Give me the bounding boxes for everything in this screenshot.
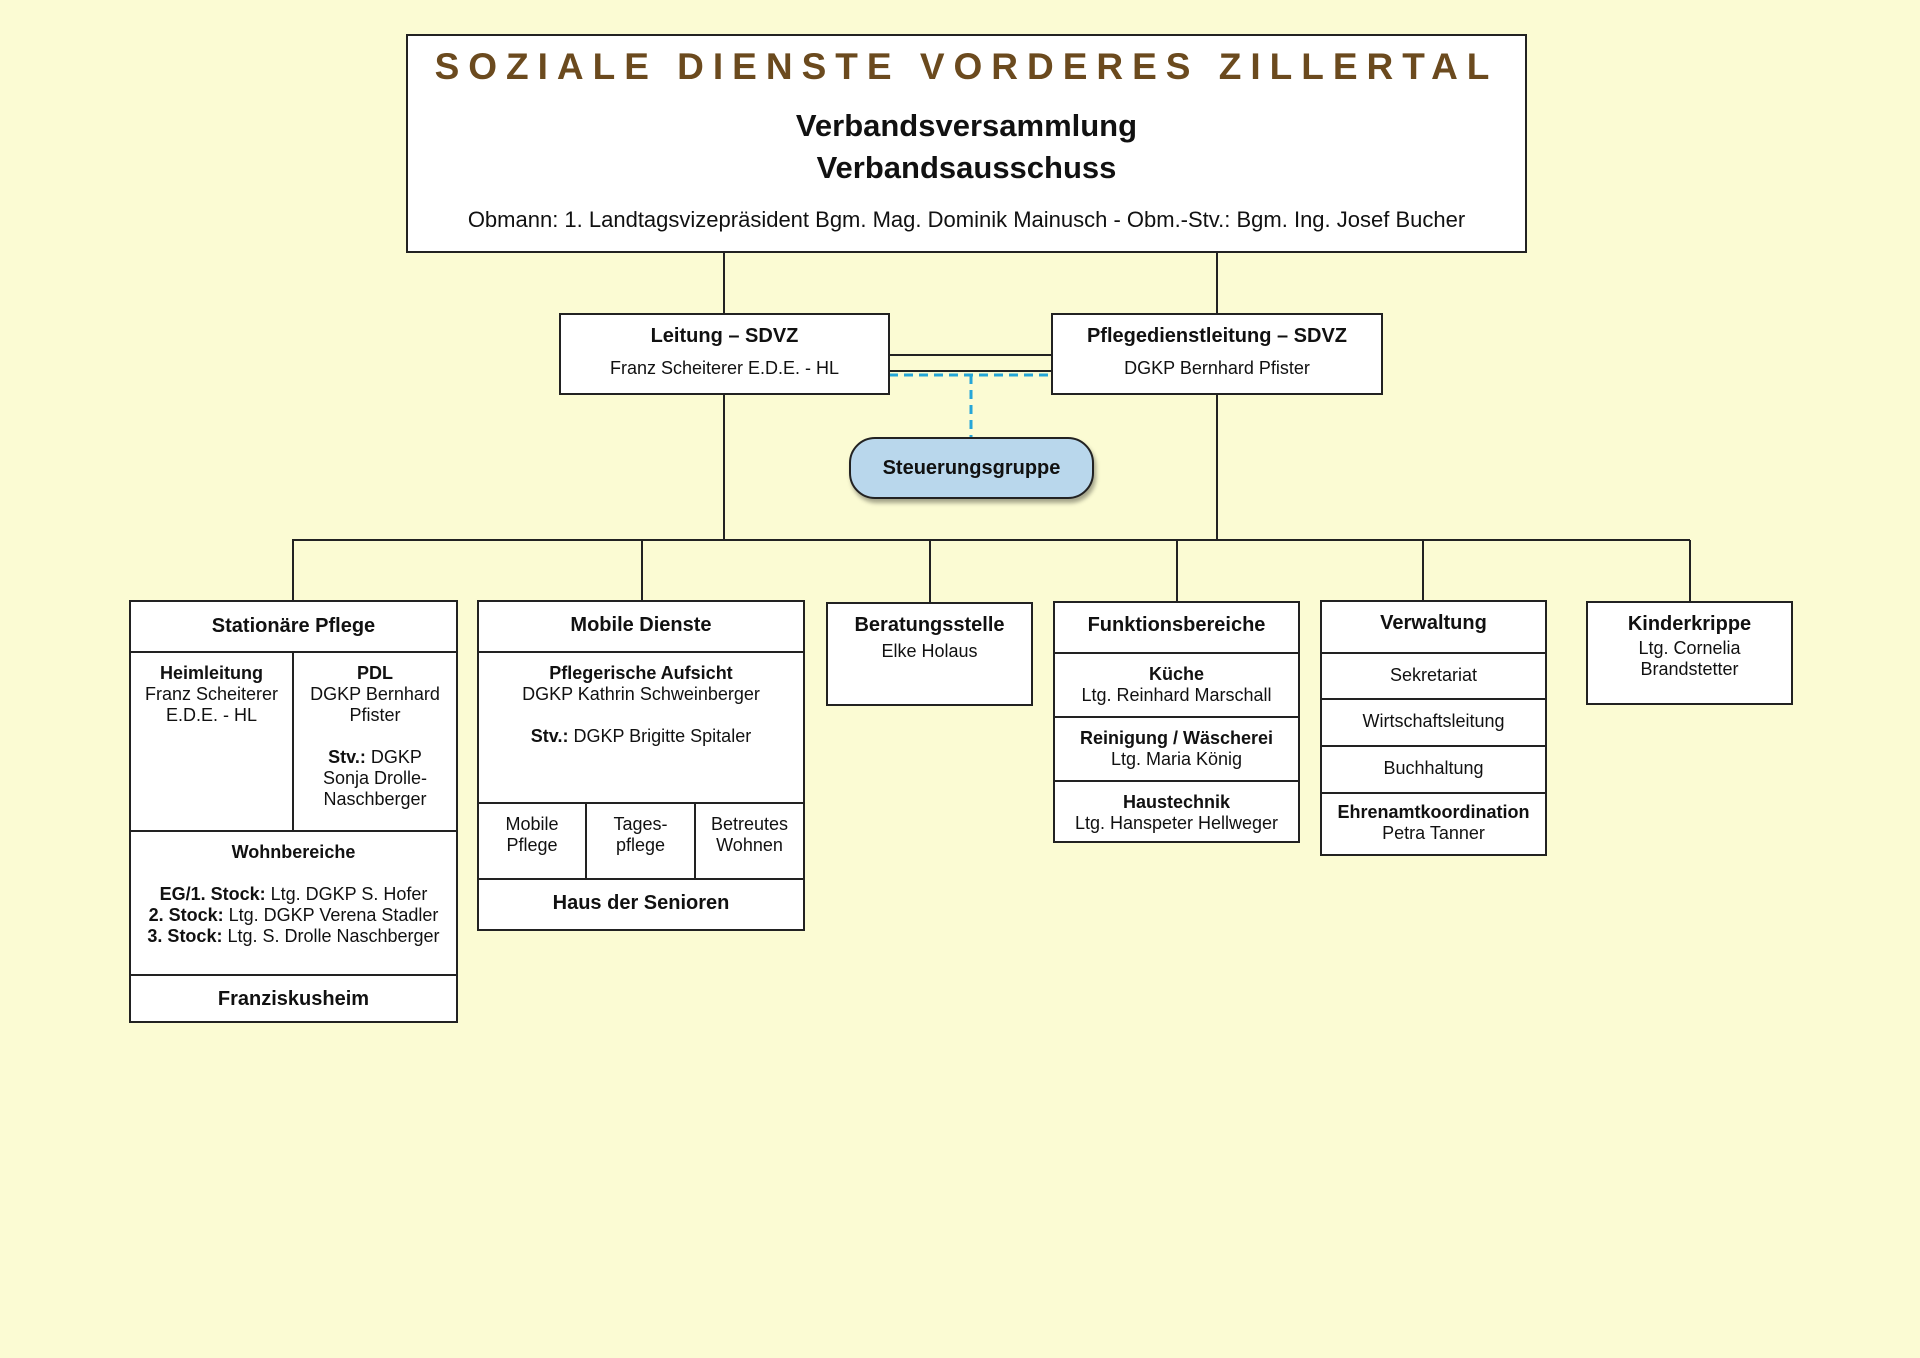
steuerungsgruppe-pill: Steuerungsgruppe [849,437,1094,499]
stationaer-stv-line: Stv.: DGKP [294,747,456,768]
org-name-heading: SOZIALE DIENSTE VORDERES ZILLERTAL [434,46,1499,87]
pdl-name: DGKP Bernhard Pfister [1124,358,1310,378]
betreutes-wohnen-cell: Betreutes Wohnen [696,804,803,878]
buchhaltung-item: Buchhaltung [1322,745,1545,792]
obmann-text: Obmann: 1. Landtagsvizepräsident Bgm. Ma… [467,207,1466,232]
funktion-item-lead: Ltg. Reinhard Marschall [1081,685,1272,705]
pdl-cell: PDL DGKP Bernhard Pfister Stv.: DGKP Son… [294,653,456,830]
service-label-line: Tages- [613,814,668,834]
stationaer-pdl-name-1: DGKP Bernhard [310,684,440,704]
service-label-line: Wohnen [716,835,783,855]
mobile-pflege-cell: Mobile Pflege [479,804,587,878]
stationaer-stv-label: Stv.: [328,747,366,767]
funktion-item-title: Reinigung / Wäscherei [1079,728,1274,748]
wohnbereich-lead: Ltg. DGKP S. Hofer [265,884,428,904]
heimleitung-name-1: Franz Scheiterer [144,684,279,704]
wohnbereich-row: 3. Stock: Ltg. S. Drolle Naschberger [131,926,456,947]
reinigung-item: Reinigung / Wäscherei Ltg. Maria König [1055,716,1298,780]
funktion-item-title: Haustechnik [1122,792,1231,812]
leitung-title: Leitung – SDVZ [650,325,799,347]
stationaer-pdl-name-2: Pfister [349,705,401,725]
wohnbereich-lead: Ltg. S. Drolle Naschberger [222,926,440,946]
kinderkrippe-box: Kinderkrippe Ltg. Cornelia Brandstetter [1586,601,1793,705]
stationaer-stv-name-3: Naschberger [323,789,427,809]
wohnbereiche-title: Wohnbereiche [231,842,356,862]
wohnbereich-row: EG/1. Stock: Ltg. DGKP S. Hofer [131,884,456,905]
ehrenamt-title: Ehrenamtkoordination [1337,802,1530,822]
heimleitung-name-2: E.D.E. - HL [165,705,258,725]
ehrenamt-name: Petra Tanner [1382,823,1485,843]
stationaer-stv-name-1: DGKP [365,747,422,767]
heimleitung-cell: Heimleitung Franz Scheiterer E.D.E. - HL [131,653,294,830]
wohnbereich-floor: EG/1. Stock: [159,884,266,904]
funktion-item-lead: Ltg. Maria König [1110,749,1243,769]
stationaer-stv-name-2: Sonja Drolle- [322,768,428,788]
mobile-stv-label: Stv.: [530,726,569,746]
beratungsstelle-title: Beratungsstelle [854,614,1005,636]
verbandsversammlung-label: Verbandsversammlung [795,108,1138,143]
leitung-box: Leitung – SDVZ Franz Scheiterer E.D.E. -… [559,313,890,395]
sekretariat-item: Sekretariat [1322,652,1545,698]
wohnbereich-floor: 3. Stock: [147,926,223,946]
wohnbereich-lead: Ltg. DGKP Verena Stadler [223,905,439,925]
stationaere-pflege-box: Stationäre Pflege Heimleitung Franz Sche… [129,600,458,1023]
pflegerische-aufsicht-section: Pflegerische Aufsicht DGKP Kathrin Schwe… [479,651,803,802]
mobile-stv-line: Stv.: DGKP Brigitte Spitaler [479,726,803,747]
wohnbereich-floor: 2. Stock: [148,905,224,925]
mobile-dienste-title: Mobile Dienste [570,614,712,636]
funktionsbereiche-box: Funktionsbereiche Küche Ltg. Reinhard Ma… [1053,601,1300,843]
stationaere-leitung-row: Heimleitung Franz Scheiterer E.D.E. - HL… [131,651,456,830]
stationaer-pdl-title: PDL [357,663,393,683]
wohnbereiche-section: Wohnbereiche EG/1. Stock: Ltg. DGKP S. H… [131,830,456,974]
connector-steuerung-dashed [889,373,1052,437]
funktion-item-lead: Ltg. Hanspeter Hellweger [1074,813,1279,833]
service-label-line: Betreutes [710,814,789,834]
kueche-item: Küche Ltg. Reinhard Marschall [1055,652,1298,716]
ehrenamtkoordination-item: Ehrenamtkoordination Petra Tanner [1322,792,1545,854]
wohnbereich-row: 2. Stock: Ltg. DGKP Verena Stadler [131,905,456,926]
pdl-title: Pflegedienstleitung – SDVZ [1086,325,1348,347]
heimleitung-title: Heimleitung [159,663,263,683]
kinderkrippe-title: Kinderkrippe [1627,613,1752,635]
aufsicht-title: Pflegerische Aufsicht [549,663,733,683]
stationaere-pflege-title: Stationäre Pflege [211,615,376,637]
service-label-line: Pflege [506,835,558,855]
funktionsbereiche-title: Funktionsbereiche [1087,614,1266,636]
franziskusheim-footer: Franziskusheim [131,974,456,1025]
verwaltung-box: Verwaltung Sekretariat Wirtschaftsleitun… [1320,600,1547,856]
mobile-dienste-box: Mobile Dienste Pflegerische Aufsicht DGK… [477,600,805,931]
kinderkrippe-name-1: Ltg. Cornelia [1638,638,1741,658]
service-label-line: Mobile [505,814,559,834]
haus-der-senioren-footer: Haus der Senioren [479,878,803,933]
verbandsausschuss-label: Verbandsausschuss [816,150,1117,185]
wirtschaftsleitung-item: Wirtschaftsleitung [1322,698,1545,745]
kinderkrippe-name-2: Brandstetter [1640,659,1739,679]
aufsicht-name: DGKP Kathrin Schweinberger [522,684,760,704]
beratungsstelle-name: Elke Holaus [881,641,978,661]
funktion-item-title: Küche [1148,664,1204,684]
service-label-line: pflege [615,835,666,855]
leitung-name: Franz Scheiterer E.D.E. - HL [609,358,840,378]
beratungsstelle-box: Beratungsstelle Elke Holaus [826,602,1033,706]
verwaltung-title: Verwaltung [1380,612,1487,634]
top-governance-box: SOZIALE DIENSTE VORDERES ZILLERTAL Verba… [406,34,1527,253]
mobile-stv-name: DGKP Brigitte Spitaler [568,726,752,746]
haustechnik-item: Haustechnik Ltg. Hanspeter Hellweger [1055,780,1298,841]
pflegedienstleitung-box: Pflegedienstleitung – SDVZ DGKP Bernhard… [1051,313,1383,395]
tagespflege-cell: Tages- pflege [587,804,696,878]
mobile-services-row: Mobile Pflege Tages- pflege Betreutes Wo… [479,802,803,878]
